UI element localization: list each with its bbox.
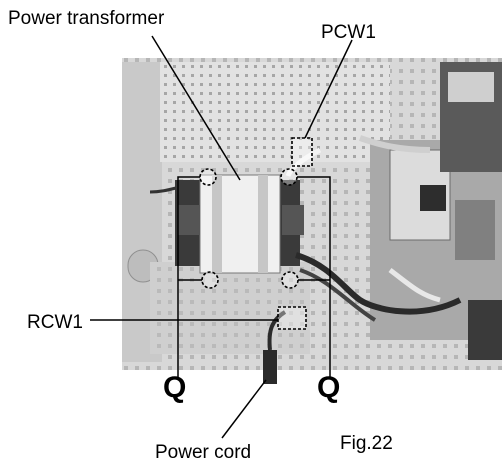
screw-marker-bottom-left xyxy=(201,271,219,289)
screw-marker-top-right xyxy=(280,168,298,186)
power-cord-label: Power cord xyxy=(155,442,251,463)
rcw1-marker xyxy=(277,306,307,330)
callout-overlays xyxy=(90,35,353,439)
leader-lines xyxy=(90,35,353,439)
q-label-left: Q xyxy=(163,371,186,404)
figure-number: Fig.22 xyxy=(340,433,393,454)
q-label-right: Q xyxy=(317,371,340,404)
pcw1-marker xyxy=(291,137,313,167)
screw-marker-bottom-right xyxy=(281,271,299,289)
screw-marker-top-left xyxy=(199,168,217,186)
pcw1-label: PCW1 xyxy=(321,22,376,43)
power-transformer-label: Power transformer xyxy=(8,8,165,29)
chassis-photo xyxy=(122,58,502,384)
rcw1-label: RCW1 xyxy=(27,312,83,333)
